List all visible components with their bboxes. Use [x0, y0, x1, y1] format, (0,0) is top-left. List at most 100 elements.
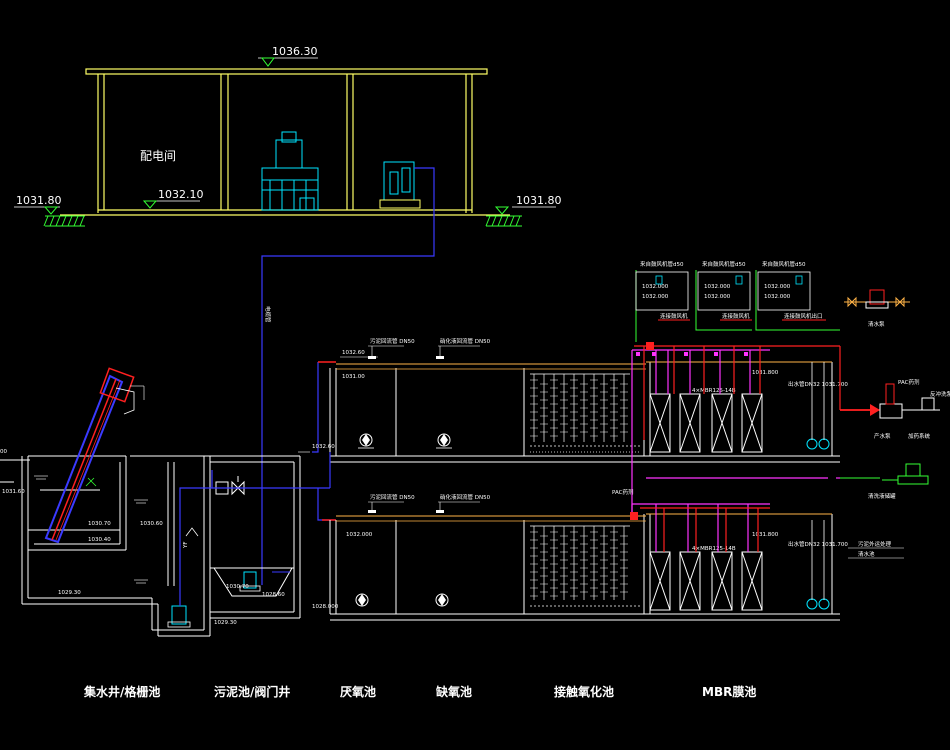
section-label-anoxic: 缺氧池	[436, 684, 472, 699]
bio-carrier-media	[530, 525, 640, 607]
lower-low-elevation: 1028.000	[312, 604, 339, 610]
bio-media-fringe	[530, 379, 628, 437]
upper-pipe-note-1: 污泥回流管 DN50	[370, 337, 415, 345]
elevation-marker-icon	[43, 206, 59, 215]
svg-text:来自鼓风机管d50: 来自鼓风机管d50	[702, 260, 746, 268]
flow-arrow-icon	[870, 404, 880, 416]
mixer-icon	[355, 593, 369, 607]
blower-tag-1: 来自鼓风机管d50 1032.000 1032.000 连接鼓风机	[635, 260, 690, 321]
floor-elevation: 1032.10	[158, 188, 204, 201]
mbr-air-pipes	[640, 507, 770, 552]
roof-elevation: 1036.30	[272, 45, 318, 58]
lower-treatment-train: 污泥回流管 DN50 硝化液回流管 DN50 1032.000 1028.000	[312, 452, 880, 621]
mbr-air-pipes	[634, 345, 880, 440]
sludge-valve-well: 1030.70 1028.60 1029.30	[210, 455, 330, 626]
pac-label: PAC药剂	[612, 488, 634, 496]
mbr-permeate-pipes	[631, 503, 770, 552]
lower-mbr-label: 4×MBR125-14B	[692, 546, 736, 552]
section-label-sludge: 污泥池/阀门井	[214, 684, 290, 699]
distribution-cabinet	[261, 131, 319, 211]
svg-text:来自鼓风机管d50: 来自鼓风机管d50	[762, 260, 806, 268]
elevation-marker-icon	[261, 57, 275, 67]
svg-text:1032.000: 1032.000	[642, 294, 669, 300]
sludge-outgoing-label: 污泥外运处理	[858, 540, 892, 548]
blower-tag-group: 来自鼓风机管d50 1032.000 1032.000 连接鼓风机 来自鼓风机管…	[635, 260, 826, 321]
lower-tank-elevation: 1032.000	[346, 532, 373, 538]
product-pump-label: 产水泵	[874, 432, 891, 440]
upper-mbr-water-level: 1031.800	[752, 370, 779, 376]
elevation-marker-icon	[142, 200, 158, 209]
mbr-permeate-pipes	[631, 349, 828, 520]
ground-hatch-left	[43, 215, 85, 227]
svg-text:连接鼓风机: 连接鼓风机	[722, 312, 750, 320]
blower-air-lines	[635, 270, 840, 342]
section-label-collection: 集水井/格栅池	[83, 684, 160, 699]
section-label-contact-oxidation: 接触氧化池	[554, 684, 614, 699]
sludge-mid-elevation: 1030.70	[226, 584, 249, 590]
section-label-mbr: MBR膜池	[702, 684, 756, 699]
svg-text:1032.000: 1032.000	[704, 294, 731, 300]
pit-low-elevation: 1029.30	[214, 620, 237, 626]
cleaning-tank-label: 清洗液储罐	[868, 492, 896, 500]
mbr-pumps	[806, 520, 830, 610]
mixer-icon	[358, 433, 374, 449]
backwash-pump	[882, 463, 929, 485]
mbr-modules	[649, 551, 763, 611]
section-labels: 集水井/格栅池 污泥池/阀门井 厌氧池 缺氧池 接触氧化池 MBR膜池	[83, 684, 756, 699]
yf-label: YF	[183, 541, 189, 549]
mbr-pumps	[806, 362, 830, 450]
svg-text:连接鼓风机: 连接鼓风机	[660, 312, 688, 320]
gate-valve-icon	[215, 476, 245, 496]
chemical-system-label: 加药系统	[908, 432, 931, 440]
upper-inlet-elevation: 1032.60	[342, 350, 365, 356]
cable-conduit	[261, 167, 435, 585]
ground-hatch-right	[485, 215, 522, 227]
lower-mbr-water-level: 1031.800	[752, 532, 779, 538]
lower-pipe-note-2: 硝化液回流管 DN50	[440, 493, 491, 501]
svg-text:来自鼓风机管d50: 来自鼓风机管d50	[640, 260, 684, 268]
svg-text:1032.000: 1032.000	[764, 294, 791, 300]
svg-text:1032.000: 1032.000	[764, 284, 791, 290]
upper-mbr-label: 4×MBR125-14B	[692, 388, 736, 394]
svg-text:连接鼓风机出口: 连接鼓风机出口	[784, 312, 823, 320]
sludge-low-elevation: 1028.60	[262, 592, 285, 598]
clearwater-tank-label: 清水池	[858, 550, 875, 558]
right-equipment: 清水泵 PAC药剂 反冲洗泵 产水泵 加药系统 清洗液储罐 污泥外运处理 清水池	[844, 289, 950, 559]
bar-screen-machine	[44, 367, 145, 544]
bio-carrier-media	[530, 373, 640, 453]
svg-text:1032.000: 1032.000	[704, 284, 731, 290]
chemical-label: PAC药剂	[898, 378, 920, 386]
upper-mbr-outlet-note: 出水管DN32 1031.700	[788, 380, 848, 388]
blower-tag-3: 来自鼓风机管d50 1032.000 1032.000 连接鼓风机出口	[757, 260, 826, 321]
screen-elevation-2: 1030.40	[88, 537, 111, 543]
upper-pipe-note-2: 硝化液回流管 DN50	[440, 337, 491, 345]
ground-right-elevation: 1031.80	[516, 194, 562, 207]
section-label-anaerobic: 厌氧池	[340, 684, 376, 699]
ground-left-elevation: 1031.80	[16, 194, 62, 207]
power-room-building: 配电间 1036.30 1031.80 1032.10 1031.80	[14, 45, 562, 585]
blower-tag-2: 来自鼓风机管d50 1032.000 1032.000 连接鼓风机	[697, 260, 752, 321]
blower-unit	[379, 161, 421, 209]
product-pump	[879, 383, 940, 419]
collection-well: 00 1031.60 1030.70 1030.40 1030.60 1029.…	[0, 367, 213, 637]
left-edge-elevation: 00	[0, 449, 7, 455]
screen-elevation-1: 1030.70	[88, 521, 111, 527]
mbr-modules	[649, 393, 763, 453]
svg-text:1032.000: 1032.000	[642, 284, 669, 290]
pit-bottom-elevation: 1029.30	[58, 590, 81, 596]
mixer-icon	[436, 433, 452, 449]
mixer-icon	[435, 593, 449, 607]
conduit-label: 电缆管	[264, 306, 272, 323]
clean-water-pump	[844, 289, 910, 309]
upper-inlet-low-elevation: 1032.60	[312, 444, 335, 450]
sludge-pump	[239, 571, 261, 592]
roof-slab	[85, 68, 488, 75]
pump-well-elevation: 1030.60	[140, 521, 163, 527]
valve-markers	[636, 352, 748, 356]
upper-tank-elevation: 1031.00	[342, 374, 365, 380]
bio-media-fringe	[530, 531, 628, 597]
clean-pump-label: 清水泵	[868, 320, 885, 328]
lower-mbr-outlet-note: 出水管DN32 1031.700	[788, 540, 848, 548]
